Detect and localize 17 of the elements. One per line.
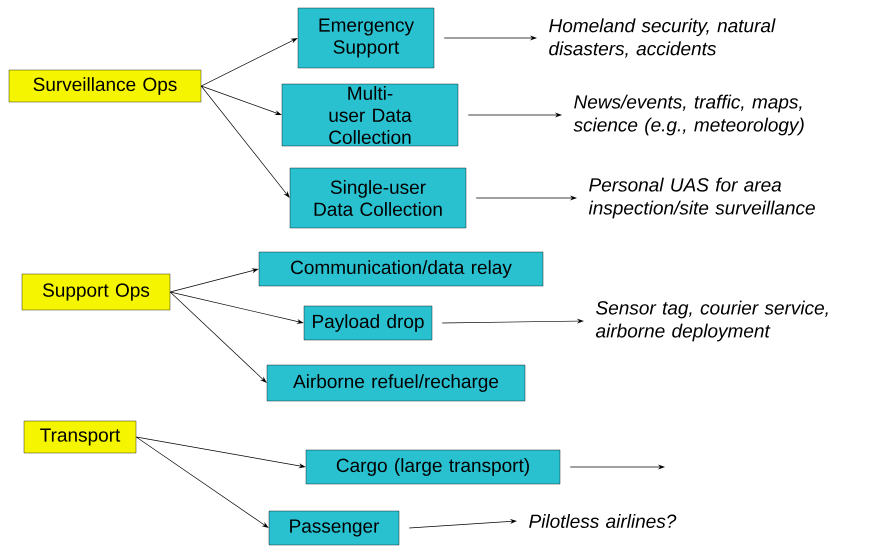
application-box: Emergency Support [298,8,434,68]
application-box: Cargo (large transport) [306,450,560,484]
arrow [200,86,290,198]
application-box: Single-user Data Collection [290,168,466,228]
example-text: Personal UAS for area inspection/site surveillance [588,178,815,218]
application-box: Airborne refuel/recharge [266,364,526,402]
example-text: News/events, traffic, maps, science (e.g., meteorology) [574,94,804,136]
application-box: Communication/data relay [258,252,544,286]
category-box: Surveillance Ops [8,70,202,102]
category-box: Transport [24,420,136,454]
category-box: Support Ops [22,274,170,310]
application-box: Passenger [268,510,400,546]
application-box: Payload drop [304,306,432,340]
example-text: Homeland security, natural disasters, accidents [549,18,776,58]
example-text: Sensor tag, courier service, airborne deployment [596,300,828,342]
application-box: Multi-user Data Collection [282,84,458,146]
example-text: Pilotless airlines? [529,514,676,528]
